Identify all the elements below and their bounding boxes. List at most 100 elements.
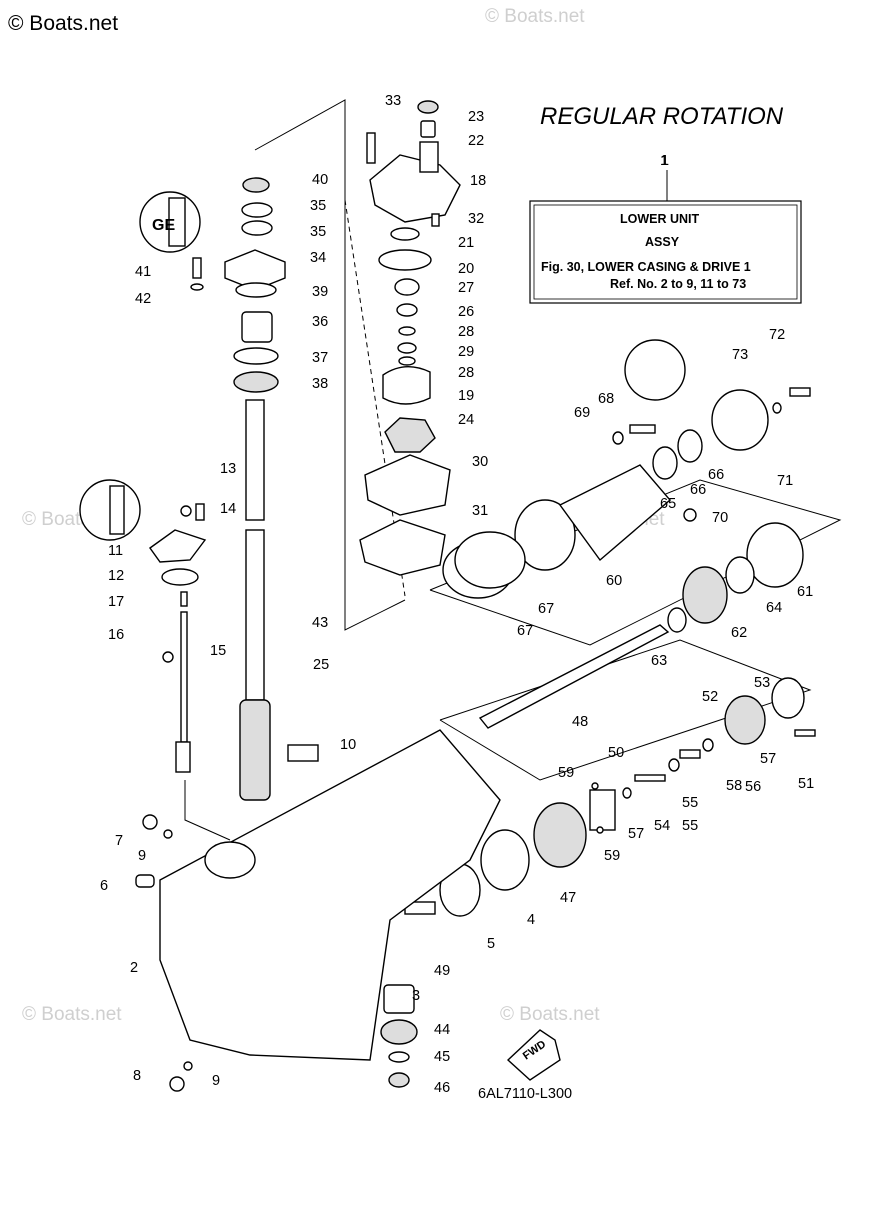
- part-label-61: 61: [797, 584, 813, 600]
- part-label-28: 28: [458, 365, 474, 381]
- part-28-washer: [398, 326, 416, 336]
- part-label-33: 33: [385, 93, 401, 109]
- part-68-bolt: [629, 424, 656, 434]
- part-73-washer: [772, 402, 782, 414]
- part-9-gasket: [163, 829, 173, 839]
- part-32-pin: [431, 213, 440, 227]
- part-31-gasket: [359, 519, 446, 576]
- reference-box: 1 LOWER UNIT ASSY Fig. 30, LOWER CASING …: [529, 153, 802, 304]
- part-label-57: 57: [628, 826, 644, 842]
- callout-grease: [624, 339, 686, 401]
- part-47-forward-gear: [533, 802, 587, 868]
- part-57-washer-b: [622, 787, 632, 799]
- part-35-oil-seal: [241, 202, 273, 218]
- part-51-pin: [794, 729, 816, 737]
- part-64-shim: [725, 556, 755, 594]
- ref-line1: LOWER UNIT: [620, 212, 700, 226]
- part-label-14: 14: [220, 501, 236, 517]
- part-label-65: 65: [660, 496, 676, 512]
- part-42-washer: [190, 283, 204, 291]
- part-label-48: 48: [572, 714, 588, 730]
- part-54-plunger: [634, 774, 666, 782]
- part-label-50: 50: [608, 745, 624, 761]
- part-label-31: 31: [472, 503, 488, 519]
- part-label-17: 17: [108, 594, 124, 610]
- part-labels: 1234567899101112131415161718192021222324…: [100, 93, 814, 1096]
- propshaft-assembly: [404, 607, 816, 917]
- part-label-64: 64: [766, 600, 782, 616]
- ref-line4: Ref. No. 2 to 9, 11 to 73: [610, 277, 746, 291]
- part-63-shim: [667, 607, 687, 633]
- part-label-70: 70: [712, 510, 728, 526]
- part-18-tube-stub: [419, 141, 439, 173]
- part-4-bearing: [480, 829, 530, 891]
- part-57-washer: [702, 738, 714, 752]
- part-38-sleeve: [233, 371, 279, 393]
- callout-sealant-upper-icon: GE: [152, 217, 175, 234]
- part-label-29: 29: [458, 344, 474, 360]
- part-28-washer-b: [398, 356, 416, 366]
- ref-line2: ASSY: [645, 235, 680, 249]
- part-label-2: 2: [130, 960, 138, 976]
- part-3-bearing: [383, 984, 415, 1014]
- casing-driveshaft-bore: [204, 841, 256, 879]
- watermark-left-bottom: © Boats.net: [22, 1004, 122, 1025]
- part-label-67: 67: [538, 601, 554, 617]
- part-41-bolt: [192, 257, 202, 279]
- part-59-ball: [591, 782, 599, 790]
- pump-group-outline: [254, 99, 406, 631]
- part-label-23: 23: [468, 109, 484, 125]
- part-label-42: 42: [135, 291, 151, 307]
- part-13-bolt: [180, 505, 192, 517]
- part-label-25: 25: [313, 657, 329, 673]
- part-43-driveshaft-upper: [245, 399, 265, 521]
- part-label-63: 63: [651, 653, 667, 669]
- part-14-bolt: [195, 503, 205, 521]
- part-label-45: 45: [434, 1049, 450, 1065]
- part-label-73: 73: [732, 347, 748, 363]
- watermark-main: © Boats.net: [8, 12, 118, 35]
- part-label-58: 58: [726, 778, 742, 794]
- part-label-67: 67: [517, 623, 533, 639]
- part-label-13: 13: [220, 461, 236, 477]
- part-label-47: 47: [560, 890, 576, 906]
- part-label-16: 16: [108, 627, 124, 643]
- part-11-retainer: [149, 529, 207, 563]
- part-label-28: 28: [458, 324, 474, 340]
- part-15-shift-rod: [180, 611, 188, 743]
- part-label-60: 60: [606, 573, 622, 589]
- part-7-plug: [142, 814, 158, 830]
- part-label-24: 24: [458, 412, 474, 428]
- part-17-spring: [180, 591, 188, 607]
- part-65-bearing: [652, 446, 678, 480]
- part-label-72: 72: [769, 327, 785, 343]
- part-12-oring: [161, 568, 199, 586]
- part-label-34: 34: [310, 250, 326, 266]
- part-label-71: 71: [777, 473, 793, 489]
- water-pump-assembly: [359, 100, 461, 576]
- part-27-plate: [394, 278, 420, 296]
- part-45-washer: [388, 1051, 410, 1063]
- part-label-55: 55: [682, 818, 698, 834]
- part-label-36: 36: [312, 314, 328, 330]
- watermark-right-bottom: © Boats.net: [500, 1004, 600, 1025]
- part-label-39: 39: [312, 284, 328, 300]
- part-67-oring-b: [454, 531, 526, 589]
- part-label-27: 27: [458, 280, 474, 296]
- part-39-gasket: [235, 282, 277, 298]
- part-label-69: 69: [574, 405, 590, 421]
- part-label-4: 4: [527, 912, 535, 928]
- part-66-seal: [677, 429, 703, 463]
- part-label-43: 43: [312, 615, 328, 631]
- part-label-22: 22: [468, 133, 484, 149]
- fwd-arrow-icon: [506, 1029, 561, 1081]
- part-40-seal: [242, 177, 270, 193]
- part-label-54: 54: [654, 818, 670, 834]
- part-33-bolt: [366, 132, 376, 164]
- part-46-nut: [388, 1072, 410, 1088]
- part-52-dog-clutch: [724, 695, 766, 745]
- part-label-59: 59: [558, 765, 574, 781]
- part-label-66: 66: [690, 482, 706, 498]
- part-label-6: 6: [100, 878, 108, 894]
- part-label-66: 66: [708, 467, 724, 483]
